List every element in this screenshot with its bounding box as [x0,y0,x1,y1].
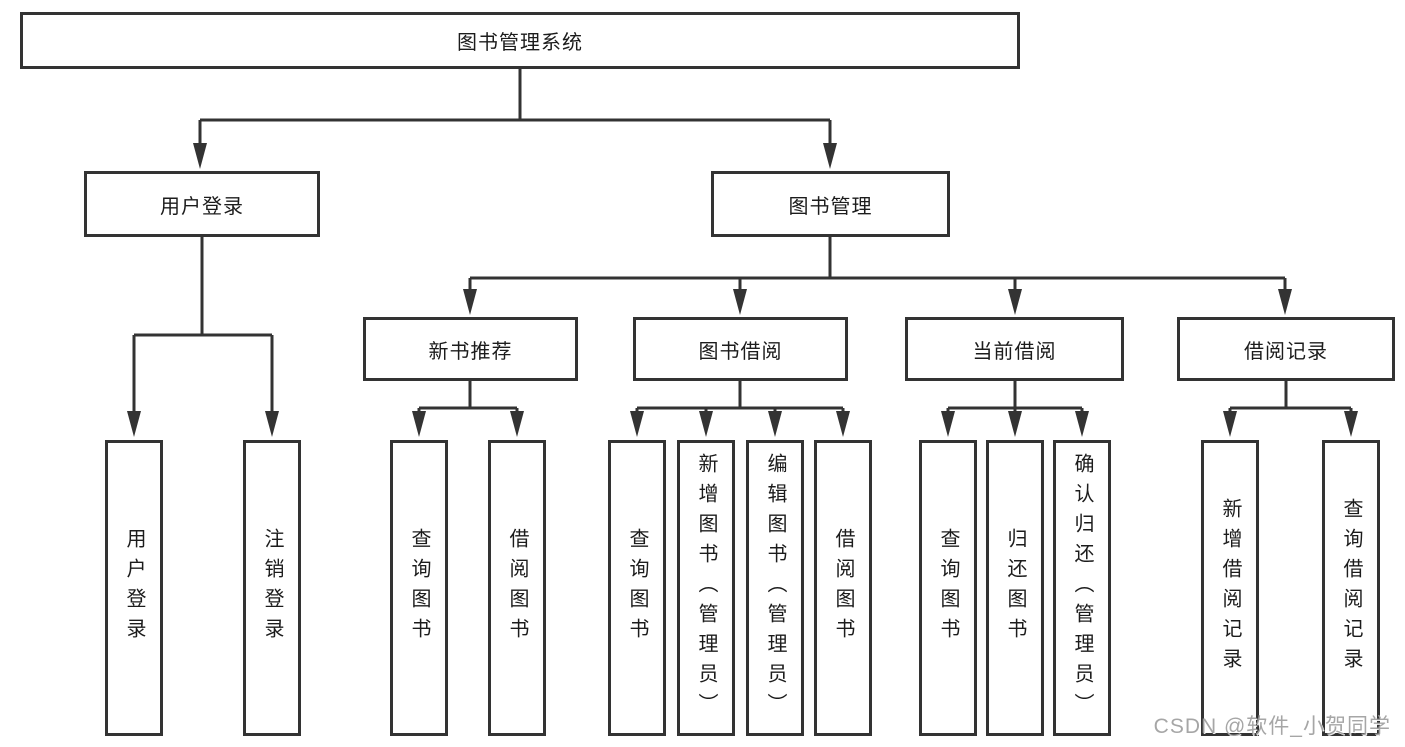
node-new-book-recommend: 新书推荐 [363,317,578,381]
leaf-label: 查询图书 [408,528,430,648]
watermark-text: CSDN @软件_小贺同学 [1153,715,1391,738]
leaf-label: 用户登录 [123,528,145,648]
leaf-query-books-borrow: 查询图书 [608,440,666,736]
leaf-label: 借阅图书 [506,528,528,648]
leaf-label: 新增借阅记录 [1219,498,1241,678]
leaf-label: 查询借阅记录 [1340,498,1362,678]
arrowheads [127,143,1358,437]
leaf-query-borrow-record: 查询借阅记录 [1322,440,1380,736]
leaf-borrow-books-recommend: 借阅图书 [488,440,546,736]
leaf-query-books-recommend: 查询图书 [390,440,448,736]
node-current-borrow: 当前借阅 [905,317,1124,381]
node-user-login: 用户登录 [84,171,320,237]
leaf-label: 查询图书 [626,528,648,648]
leaf-edit-books-admin: 编辑图书（管理员） [746,440,804,736]
leaf-confirm-return-admin: 确认归还（管理员） [1053,440,1111,736]
leaf-label: 确认归还（管理员） [1071,453,1093,723]
root-node-system-title: 图书管理系统 [20,12,1020,69]
leaf-label: 注销登录 [261,528,283,648]
leaf-query-books-current: 查询图书 [919,440,977,736]
node-book-management: 图书管理 [711,171,950,237]
node-borrow-records: 借阅记录 [1177,317,1395,381]
leaf-user-login: 用户登录 [105,440,163,736]
leaf-logout: 注销登录 [243,440,301,736]
leaf-add-borrow-record: 新增借阅记录 [1201,440,1259,736]
leaf-label: 编辑图书（管理员） [764,453,786,723]
node-book-borrow: 图书借阅 [633,317,848,381]
leaf-borrow-books: 借阅图书 [814,440,872,736]
leaf-label: 查询图书 [937,528,959,648]
leaf-add-books-admin: 新增图书（管理员） [677,440,735,736]
leaf-label: 归还图书 [1004,528,1026,648]
leaf-return-books: 归还图书 [986,440,1044,736]
leaf-label: 借阅图书 [832,528,854,648]
leaf-label: 新增图书（管理员） [695,453,717,723]
